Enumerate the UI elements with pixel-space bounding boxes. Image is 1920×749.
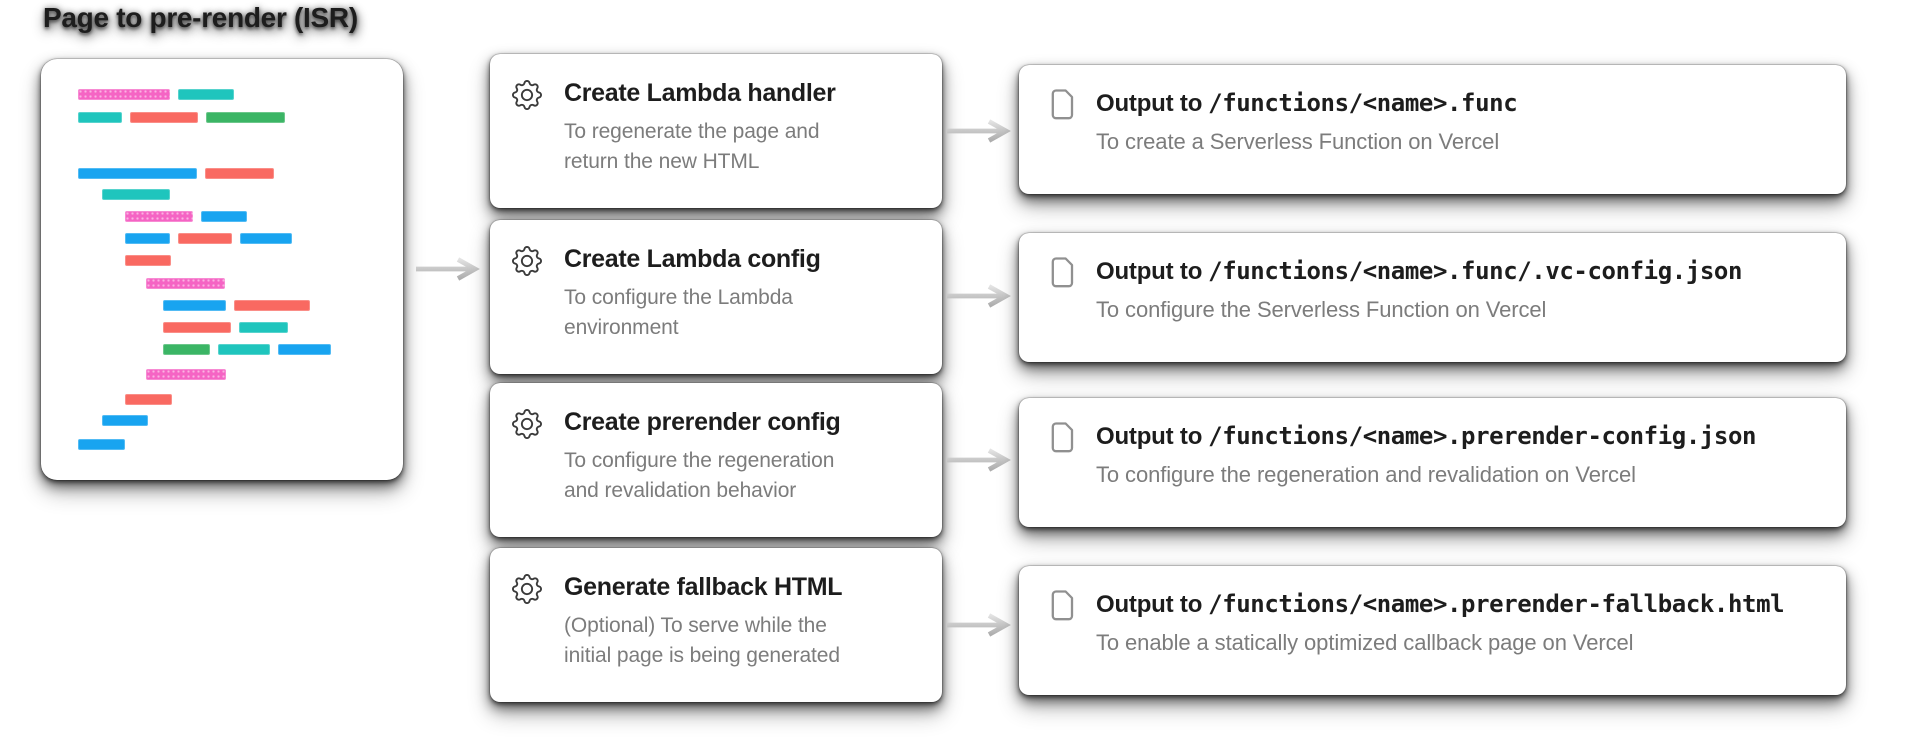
output-card-vc-config: Output to/functions/<name>.func/.vc-conf… <box>1019 233 1846 362</box>
step-card-text: Create Lambda config To configure the La… <box>564 244 866 374</box>
document-icon <box>1050 89 1075 194</box>
code-line <box>163 300 310 311</box>
code-bar-pink <box>125 211 193 222</box>
document-icon <box>1050 257 1075 362</box>
output-card-text: Output to/functions/<name>.func To creat… <box>1096 87 1518 194</box>
output-description: To configure the Serverless Function on … <box>1096 297 1547 322</box>
code-line <box>125 211 247 222</box>
step-description: To configure the regeneration and revali… <box>564 449 835 502</box>
code-bar-blue <box>125 233 170 244</box>
flow-arrow-icon <box>947 448 1011 472</box>
step-card-text: Create prerender config To configure the… <box>564 407 866 537</box>
output-card-text: Output to/functions/<name>.prerender-fal… <box>1096 588 1785 695</box>
code-bar-green <box>163 344 210 355</box>
code-bar-red <box>163 322 231 333</box>
code-line <box>146 278 225 289</box>
gear-icon <box>512 409 542 537</box>
flow-arrow-icon <box>416 257 480 281</box>
flow-arrow-icon <box>947 613 1011 637</box>
output-title: Output to/functions/<name>.func <box>1096 87 1518 120</box>
output-description: To create a Serverless Function on Verce… <box>1096 129 1500 154</box>
output-path: /functions/<name>.prerender-config.json <box>1208 422 1757 450</box>
code-bar-teal <box>78 112 122 123</box>
code-line <box>163 344 331 355</box>
output-card-prerender-fallback: Output to/functions/<name>.prerender-fal… <box>1019 566 1846 695</box>
step-title: Generate fallback HTML <box>564 573 843 601</box>
code-line <box>125 255 171 266</box>
output-title: Output to/functions/<name>.func/.vc-conf… <box>1096 255 1742 288</box>
gear-icon <box>512 246 542 374</box>
output-card-text: Output to/functions/<name>.prerender-con… <box>1096 420 1756 527</box>
gear-icon <box>512 80 542 208</box>
step-card-prerender-config: Create prerender config To configure the… <box>490 383 942 537</box>
code-bar-red <box>125 394 172 405</box>
code-bar-red <box>130 112 198 123</box>
output-description: To configure the regeneration and revali… <box>1096 462 1636 487</box>
output-prefix: Output to <box>1096 591 1203 618</box>
code-bar-teal <box>239 322 288 333</box>
diagram-title: Page to pre-render (ISR) <box>43 2 358 33</box>
code-line <box>102 189 170 200</box>
code-line <box>102 415 148 426</box>
code-bar-red <box>205 168 274 179</box>
gear-icon <box>512 574 542 702</box>
step-description: To regenerate the page and return the ne… <box>564 120 820 173</box>
output-prefix: Output to <box>1096 258 1203 285</box>
step-description: To configure the Lambda environment <box>564 286 793 339</box>
flow-arrow-icon <box>947 284 1011 308</box>
output-card-prerender-config: Output to/functions/<name>.prerender-con… <box>1019 398 1846 527</box>
step-title: Create Lambda handler <box>564 79 836 107</box>
output-title: Output to/functions/<name>.prerender-con… <box>1096 420 1756 453</box>
code-bar-red <box>178 233 232 244</box>
output-card-func: Output to/functions/<name>.func To creat… <box>1019 65 1846 194</box>
code-bar-blue <box>201 211 247 222</box>
step-card-text: Generate fallback HTML (Optional) To ser… <box>564 572 866 702</box>
code-bar-teal <box>218 344 270 355</box>
code-bar-red <box>125 255 171 266</box>
step-card-lambda-config: Create Lambda config To configure the La… <box>490 220 942 374</box>
code-bar-teal <box>102 189 170 200</box>
code-bar-blue <box>78 439 125 450</box>
output-path: /functions/<name>.prerender-fallback.htm… <box>1208 590 1785 618</box>
step-title: Create prerender config <box>564 408 841 436</box>
code-bar-red <box>234 300 310 311</box>
output-path: /functions/<name>.func <box>1208 89 1518 117</box>
step-description: (Optional) To serve while the initial pa… <box>564 614 840 667</box>
code-line <box>78 112 285 123</box>
page-to-prerender-card <box>41 59 403 480</box>
flow-arrow-icon <box>947 119 1011 143</box>
code-bar-blue <box>78 168 197 179</box>
output-prefix: Output to <box>1096 90 1203 117</box>
code-bar-pink <box>78 89 170 100</box>
code-bar-blue <box>240 233 292 244</box>
code-line <box>125 233 292 244</box>
code-line <box>125 394 172 405</box>
code-bar-teal <box>178 89 234 100</box>
code-line <box>163 322 288 333</box>
code-line <box>78 89 234 100</box>
step-card-lambda-handler: Create Lambda handler To regenerate the … <box>490 54 942 208</box>
code-bar-green <box>206 112 285 123</box>
code-bar-blue <box>102 415 148 426</box>
output-card-text: Output to/functions/<name>.func/.vc-conf… <box>1096 255 1742 362</box>
code-line <box>146 369 226 380</box>
code-lines <box>41 59 403 480</box>
document-icon <box>1050 422 1075 527</box>
code-line <box>78 439 125 450</box>
code-line <box>78 168 274 179</box>
code-bar-blue <box>278 344 331 355</box>
output-prefix: Output to <box>1096 423 1203 450</box>
code-bar-pink <box>146 369 226 380</box>
step-card-text: Create Lambda handler To regenerate the … <box>564 78 866 208</box>
output-path: /functions/<name>.func/.vc-config.json <box>1208 257 1743 285</box>
code-bar-pink <box>146 278 225 289</box>
code-bar-blue <box>163 300 226 311</box>
step-card-fallback-html: Generate fallback HTML (Optional) To ser… <box>490 548 942 702</box>
output-title: Output to/functions/<name>.prerender-fal… <box>1096 588 1785 621</box>
step-title: Create Lambda config <box>564 245 821 273</box>
output-description: To enable a statically optimized callbac… <box>1096 630 1634 655</box>
document-icon <box>1050 590 1075 695</box>
